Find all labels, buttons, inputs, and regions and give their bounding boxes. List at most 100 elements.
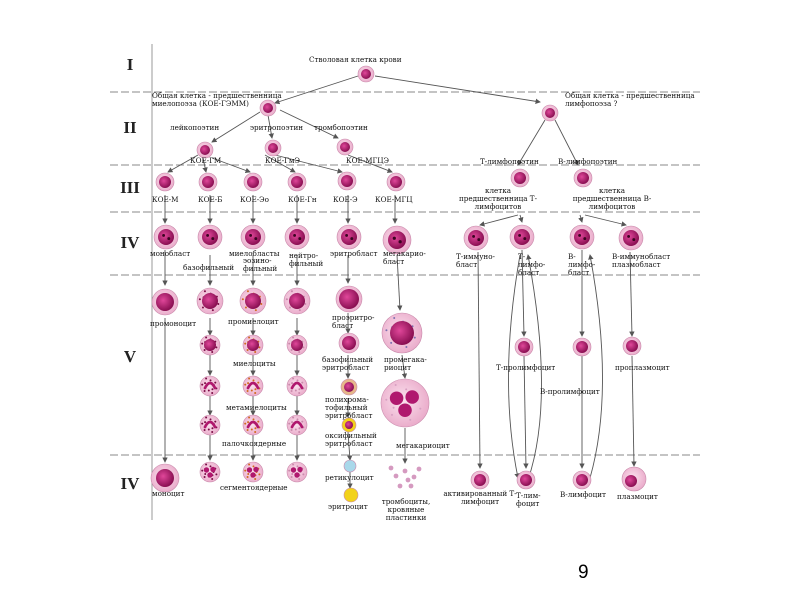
arrow [554,119,579,166]
eosinophil-blast-cell [240,224,266,250]
arrow [521,249,527,337]
proerythroblast-cell [335,285,363,313]
label-b-prolymphocyte: В-пролимфоцит [540,387,600,396]
row-label-1: I [126,55,134,74]
row-label-6: IV [120,474,140,493]
arrow [274,154,343,174]
basophil-blast-cell [197,224,223,250]
promyelocyte-b-cell [196,287,224,315]
page-number: 9 [578,562,589,583]
label-plasmocyte: плазмоцит [617,492,658,501]
lineage-arrows [162,75,637,489]
myelocyte-n-cell [286,334,308,356]
myelocyte-b-cell [199,334,221,356]
promegakaryocyte-cell [381,312,423,354]
t-lymphocyte-cell [516,470,536,490]
b-immunoblast-cell [618,225,644,251]
label-b-immunoblast: В-иммунобласт плазмобласт [612,252,671,269]
label-b-precursor: клетка предшественница В-лимфоцитов [572,186,652,211]
label-neutrophilic: нейтро-фильный [289,251,324,268]
t-lymphoblast-branch-curve [508,254,521,479]
koe-gme-cell [264,139,282,157]
common-lympho-cell [541,104,559,122]
erythroblast-cell [336,224,362,250]
label-common-lympho: Общая клетка - предшественница лимфопоэз… [565,91,695,108]
arrow [211,157,251,173]
label-koe-gm: КОЕ-ГМ [190,156,222,165]
row-label-2: II [123,118,137,137]
label-proplasmocyte: проплазмоцит [615,363,670,372]
label-activated-t: активированный Т-лимфоцит [443,489,517,506]
label-erythroblast: эритробласт [330,249,378,258]
label-monocyte: моноцит [152,489,185,498]
label-common-myelo: Общая клетка - предшественница миелопоэз… [152,91,282,108]
label-segmented: сегментоядерные [220,483,288,492]
label-koe-m: КОЕ-М [152,195,179,204]
basophilic-erythroblast-cell [338,332,360,354]
label-koe-mgc: КОЕ-МГЦ [375,195,413,204]
t-lymphocyte-return-curve [526,254,542,481]
label-megakaryocyte: мегакариоцит [396,441,450,450]
myelocyte-eo-cell [242,334,264,356]
b-prolymphocyte-cell [572,337,592,357]
erythrocyte-cell [343,487,359,503]
arrow [518,214,524,223]
proplasmocyte-cell [622,336,642,356]
metamyelocyte-n-cell [286,375,308,397]
label-promegakaryocyte: промегака-риоцит [384,355,427,372]
label-reticulocyte: ретикулоцит [325,473,374,482]
band-n-cell [286,414,308,436]
arrow [477,251,483,469]
arrow [346,431,353,461]
label-myelocytes: миелоциты [233,359,276,368]
arrow [584,214,627,227]
label-band: палочкоядерные [222,439,287,448]
t-immunoblast-cell [463,225,489,251]
segmented-eo-cell [242,461,264,483]
arrow [479,214,519,227]
label-koe-gn: КОЕ-Гн [288,195,317,204]
row-label-3: III [120,178,140,197]
cells-layer [150,65,647,503]
label-b-lymphoblast: В-лимфо-бласт [568,252,596,277]
koe-e-cell [337,171,357,191]
label-myeloblasts: миелобласты [229,249,280,258]
label-basophilic: базофильный [183,263,235,272]
koe-mgce-cell [336,138,354,156]
label-oxyphilic: оксифильный эритробласт [325,431,377,448]
promyelocyte-eo-cell [239,287,267,315]
label-t-lymphoblast: Т-лимфо-бласт [518,252,546,277]
row-separators [110,91,700,456]
t-lymphoblast-cell [509,224,535,250]
label-leukopoietin: лейкопоэтин [170,123,220,132]
arrow [202,157,208,173]
arrow [211,111,261,143]
arrow [264,154,296,173]
label-koe-eo: КОЕ-Эо [240,195,269,204]
label-b-lymphocyte: В-лимфоцит [560,490,606,499]
megakaryoblast-cell [382,225,412,255]
label-t-immunoblast: Т-иммуно-бласт [456,252,495,269]
t-precursor-cell [510,168,530,188]
label-promyelocytes: промиелоцит [228,317,279,326]
return-curves [508,254,603,481]
arrow [167,154,199,173]
arrow [523,355,529,469]
label-basophilic-erythroblast: базофильный эритробласт [322,355,374,372]
arrow [517,119,546,166]
label-megakaryoblast: мегакарио-бласт [383,249,426,266]
band-eo-cell [242,414,264,436]
label-promonocyte: промоноцит [150,319,197,328]
label-thrombopoietin: тромбопоэтин [314,123,368,132]
monocyte-cell [150,463,180,493]
segmented-b-cell [199,461,221,483]
label-erythrocyte: эритроцит [328,502,368,511]
row-label-5: V [123,347,137,366]
arrow [347,154,393,173]
arrow [279,109,339,139]
arrow [267,114,274,139]
promonocyte-cell [151,288,179,316]
label-monoblast: монобласт [150,249,191,258]
b-lymphoblast-cell [569,224,595,250]
